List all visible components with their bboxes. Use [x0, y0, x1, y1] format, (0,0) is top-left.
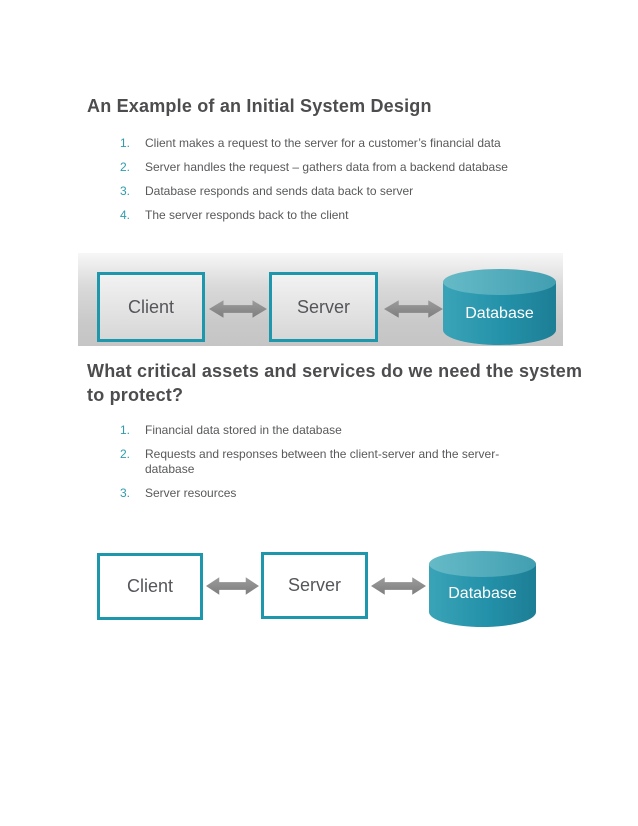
- list-item-number: 1.: [119, 423, 130, 437]
- list-item-text: The server responds back to the client: [145, 208, 349, 222]
- double-arrow-icon: [206, 577, 259, 595]
- list-item: 1. Financial data stored in the database: [112, 423, 547, 438]
- client-node-label: Client: [126, 576, 174, 596]
- section2-title: What critical assets and services do we …: [87, 361, 583, 405]
- list-item-number: 4.: [119, 208, 130, 222]
- list-item: 3. Database responds and sends data back…: [112, 184, 508, 199]
- section2-list: 1. Financial data stored in the database…: [112, 423, 547, 510]
- server-node: Server: [261, 552, 368, 619]
- initial-system-diagram: Client Server Database: [78, 253, 563, 346]
- database-node: Database: [442, 268, 557, 346]
- double-arrow-icon: [371, 577, 426, 595]
- database-cylinder-icon: [443, 269, 556, 345]
- section1-title: An Example of an Initial System Design: [87, 96, 432, 116]
- double-arrow-icon: [384, 300, 443, 318]
- client-node: Client: [97, 553, 203, 620]
- list-item-text: Database responds and sends data back to…: [145, 184, 414, 198]
- list-item-number: 1.: [119, 136, 130, 150]
- server-node: Server: [269, 272, 378, 342]
- list-item-number: 2.: [119, 447, 130, 461]
- list-item: 1. Client makes a request to the server …: [112, 136, 508, 151]
- client-node: Client: [97, 272, 205, 342]
- double-arrow-icon: [209, 300, 267, 318]
- database-node-label: Database: [465, 305, 534, 322]
- list-item: 2. Server handles the request – gathers …: [112, 160, 508, 175]
- list-item-text: Server resources: [145, 486, 237, 500]
- server-node-label: Server: [287, 575, 341, 595]
- list-item-number: 3.: [119, 184, 130, 198]
- database-node-label: Database: [448, 585, 517, 602]
- section1-list: 1. Client makes a request to the server …: [112, 136, 508, 232]
- list-item-text: Financial data stored in the database: [145, 423, 342, 437]
- list-item-number: 3.: [119, 486, 130, 500]
- list-item-text: Client makes a request to the server for…: [145, 136, 501, 150]
- database-cylinder-icon: [429, 551, 536, 627]
- server-node-label: Server: [296, 296, 350, 317]
- list-item: 2. Requests and responses between the cl…: [112, 447, 547, 477]
- database-node: Database: [428, 550, 537, 628]
- list-item-number: 2.: [119, 160, 130, 174]
- list-item: 4. The server responds back to the clien…: [112, 208, 508, 223]
- client-node-label: Client: [127, 296, 175, 317]
- list-item-text: Requests and responses between the clien…: [145, 447, 500, 476]
- list-item: 3. Server resources: [112, 486, 547, 501]
- list-item-text: Server handles the request – gathers dat…: [145, 160, 508, 174]
- protect-system-diagram: Client Server Database: [78, 548, 563, 640]
